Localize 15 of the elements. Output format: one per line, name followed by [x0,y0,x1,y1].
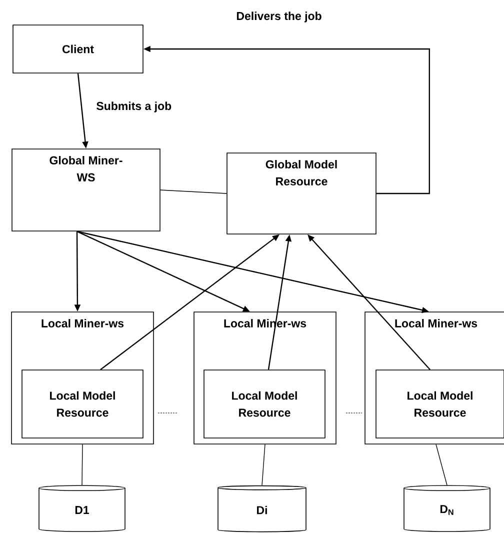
process-box: Local Model Resource [22,370,144,438]
process-box: Client [12,24,144,74]
process-box: Global Model Resource [226,152,376,234]
process-box: Local Model Resource [204,370,326,438]
process-box: Local Model Resource [376,370,504,438]
database-cylinder: D1 [38,485,126,532]
connector-line [436,444,448,486]
database-cylinder: D$_{N}$ [404,485,490,532]
database-cylinder: Di [218,485,306,532]
edge-label: Submits a job [95,100,173,114]
connector-line [82,444,83,486]
connector-line [262,444,266,486]
process-box: Global Miner- WS [12,148,160,232]
edge-label: Delivers the job [235,10,323,24]
connector-line [160,190,227,194]
